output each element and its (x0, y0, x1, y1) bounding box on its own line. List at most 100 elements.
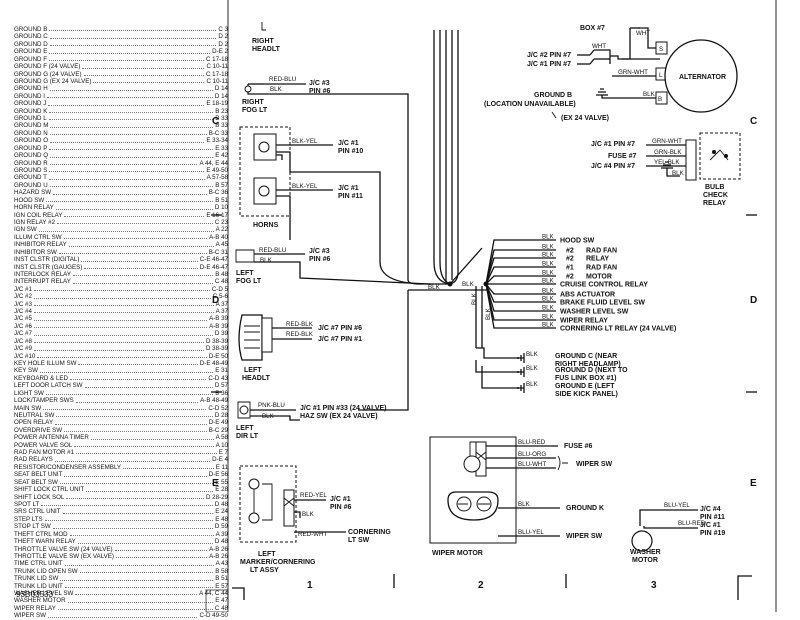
index-leader-dots (59, 479, 214, 485)
index-entry-name: GROUND S (14, 167, 48, 175)
index-entry-name: J/C #6 (14, 322, 32, 330)
index-leader-dots (33, 308, 214, 314)
index-leader-dots (46, 197, 214, 203)
branch-destination: ABS ACTUATOR (560, 292, 615, 299)
svg-text:BLK: BLK (270, 86, 283, 93)
index-entry-name: SPOT LT (14, 501, 40, 508)
index-entry: GROUND G (EX 24 VALVE)C 10-11 (14, 78, 228, 85)
svg-text:GRN-BLK: GRN-BLK (654, 149, 682, 156)
svg-text:J/C #1 PIN #7: J/C #1 PIN #7 (527, 61, 571, 68)
index-entry-ref: D 14 (214, 85, 228, 93)
column-label-2: 2 (478, 580, 484, 591)
branch-number: #2 (566, 256, 574, 263)
index-entry-ref: C-D 52 (208, 404, 228, 412)
svg-text:RED-BLU: RED-BLU (259, 247, 286, 254)
svg-text:RED-BLK: RED-BLK (286, 321, 314, 328)
ground-location: FUS LINK BOX #1) (555, 375, 616, 382)
index-entry-ref: B-C 33 (208, 129, 228, 137)
index-entry-ref: E 11 (215, 463, 228, 471)
index-entry-name: LEFT DOOR LATCH SW (14, 382, 83, 390)
zone-label-e-left: E (212, 478, 219, 489)
index-entry-name: GROUND T (14, 174, 47, 182)
svg-text:LEFT: LEFT (244, 367, 262, 374)
index-leader-dots (49, 130, 207, 136)
index-leader-dots (48, 174, 205, 180)
index-entry-ref: A 43 (215, 560, 228, 568)
index-entry-name: J/C #10 (14, 352, 36, 360)
index-leader-dots (33, 330, 213, 336)
index-leader-dots (64, 427, 207, 433)
index-entry-name: J/C #9 (14, 345, 32, 353)
index-leader-dots (49, 85, 213, 91)
svg-text:BLU-RED: BLU-RED (518, 439, 546, 446)
index-leader-dots (57, 605, 213, 611)
index-entry: THROTTLE VALVE SW (24 VALVE)A-B 26 (14, 546, 228, 553)
index-entry-ref: E 48 (215, 515, 228, 523)
index-entry-name: RAD RELAYS (14, 456, 53, 464)
branch-wire-color: BLK (542, 234, 555, 241)
alternator-icon (664, 39, 738, 113)
index-entry-ref: B 48 (215, 270, 228, 278)
index-leader-dots (56, 412, 213, 418)
index-leader-dots (64, 471, 207, 477)
svg-text:FOG LT: FOG LT (242, 107, 268, 114)
index-leader-dots (44, 516, 214, 522)
svg-text:DIR LT: DIR LT (236, 433, 259, 440)
index-leader-dots (48, 100, 205, 106)
index-entry-name: THEFT CTRL MOD (14, 530, 68, 538)
index-entry-name: ILLUM CTRL SW (14, 233, 62, 241)
index-entry-name: GROUND M (14, 122, 49, 130)
index-entry-name: INST CLSTR (DIGITAL) (14, 256, 80, 264)
index-entry-ref: C 48 (214, 604, 228, 612)
svg-text:CORNERING: CORNERING (348, 529, 391, 536)
index-entry-ref: B 57 (215, 181, 228, 189)
index-leader-dots (49, 26, 217, 32)
index-entry: THROTTLE VALVE SW (EX VALVE)A-B 26 (14, 553, 228, 560)
ground-symbol-icon (517, 367, 525, 377)
branch-wire-color: BLK (542, 288, 555, 295)
index-entry-name: STOP LT SW (14, 523, 51, 531)
zone-label-e-right: E (750, 478, 757, 489)
index-entry-ref: D 48 (214, 538, 228, 546)
index-entry-name: POWER VALVE SOL (14, 441, 73, 449)
ground-symbol-icon (517, 353, 525, 363)
index-entry-ref: D-E 4 (212, 456, 228, 464)
index-leader-dots (60, 575, 214, 581)
index-entry: GROUND F (24 VALVE)C 10-11 (14, 63, 228, 70)
branch-destination: WASHER LEVEL SW (560, 309, 629, 316)
index-entry-ref: D-E 2 (212, 48, 228, 56)
svg-text:PIN #11: PIN #11 (700, 514, 725, 521)
branch-number: #2 (566, 274, 574, 281)
index-leader-dots (74, 442, 214, 448)
svg-text:BLK: BLK (428, 284, 441, 291)
ground-wire-color: BLK (526, 351, 539, 358)
index-leader-dots (72, 278, 213, 284)
index-entry-name: INHIBITOR SW (14, 248, 57, 256)
index-entry-name: J/C #8 (14, 337, 32, 345)
index-entry-ref: B 51 (215, 196, 228, 204)
svg-text:PIN #11: PIN #11 (338, 193, 363, 200)
svg-text:J/C #7 PIN #6: J/C #7 PIN #6 (318, 325, 362, 332)
svg-text:GRN-WHT: GRN-WHT (652, 138, 682, 145)
index-entry-ref: D 28 (214, 411, 228, 419)
index-leader-dots (62, 508, 214, 514)
corner-box (205, 589, 229, 612)
svg-text:CHECK: CHECK (703, 192, 728, 199)
